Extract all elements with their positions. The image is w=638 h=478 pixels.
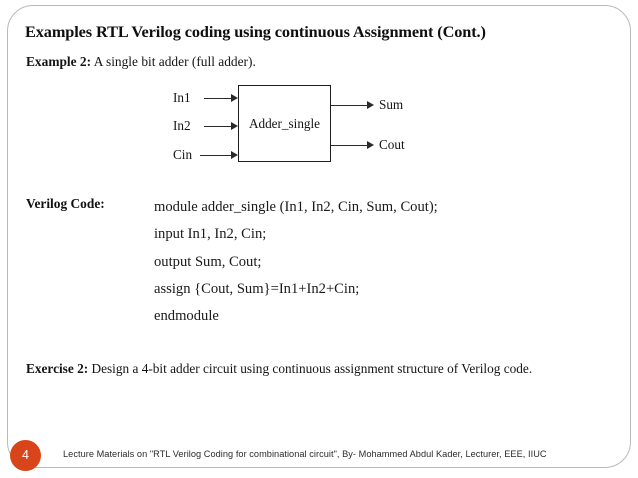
verilog-code-label: Verilog Code: bbox=[26, 196, 105, 211]
example-label: Example 2: bbox=[26, 54, 92, 69]
page-title: Examples RTL Verilog coding using contin… bbox=[25, 22, 486, 41]
example-text: A single bit adder (full adder). bbox=[91, 54, 256, 69]
arrow-sum-icon bbox=[367, 101, 374, 109]
exercise-text: Design a 4-bit adder circuit using conti… bbox=[88, 361, 533, 376]
code-line: module adder_single (In1, In2, Cin, Sum,… bbox=[154, 199, 438, 215]
input-label-in1: In1 bbox=[173, 90, 191, 105]
code-line: assign {Cout, Sum}=In1+In2+Cin; bbox=[154, 280, 360, 297]
page-number-badge: 4 bbox=[10, 440, 41, 471]
wire-sum bbox=[331, 105, 367, 106]
exercise-caption: Exercise 2: Design a 4-bit adder circuit… bbox=[26, 361, 532, 377]
wire-in1 bbox=[204, 98, 231, 99]
code-line: input In1, In2, Cin; bbox=[154, 226, 267, 243]
wire-in2 bbox=[204, 126, 231, 127]
arrow-in2-icon bbox=[231, 122, 238, 130]
module-box-label: Adder_single bbox=[248, 115, 321, 131]
input-label-in2: In2 bbox=[173, 118, 191, 133]
module-box: Adder_single bbox=[238, 85, 331, 162]
output-label-sum: Sum bbox=[379, 97, 404, 112]
example-caption: Example 2: A single bit adder (full adde… bbox=[26, 54, 256, 70]
block-diagram: In1 In2 Cin Adder_single Sum Cout bbox=[158, 76, 458, 186]
wire-cout bbox=[331, 145, 367, 146]
exercise-label: Exercise 2: bbox=[26, 361, 89, 376]
footer-attribution: Lecture Materials on "RTL Verilog Coding… bbox=[63, 449, 547, 459]
output-label-cout: Cout bbox=[379, 137, 405, 152]
verilog-code-block: module adder_single (In1, In2, Cin, Sum,… bbox=[154, 194, 584, 330]
slide-frame: Examples RTL Verilog coding using contin… bbox=[7, 5, 631, 471]
code-line: output Sum, Cout; bbox=[154, 253, 262, 270]
code-line: endmodule bbox=[154, 308, 219, 325]
arrow-in1-icon bbox=[231, 94, 238, 102]
wire-cin bbox=[200, 155, 231, 156]
input-label-cin: Cin bbox=[173, 147, 193, 162]
arrow-cout-icon bbox=[367, 141, 374, 149]
arrow-cin-icon bbox=[231, 151, 238, 159]
